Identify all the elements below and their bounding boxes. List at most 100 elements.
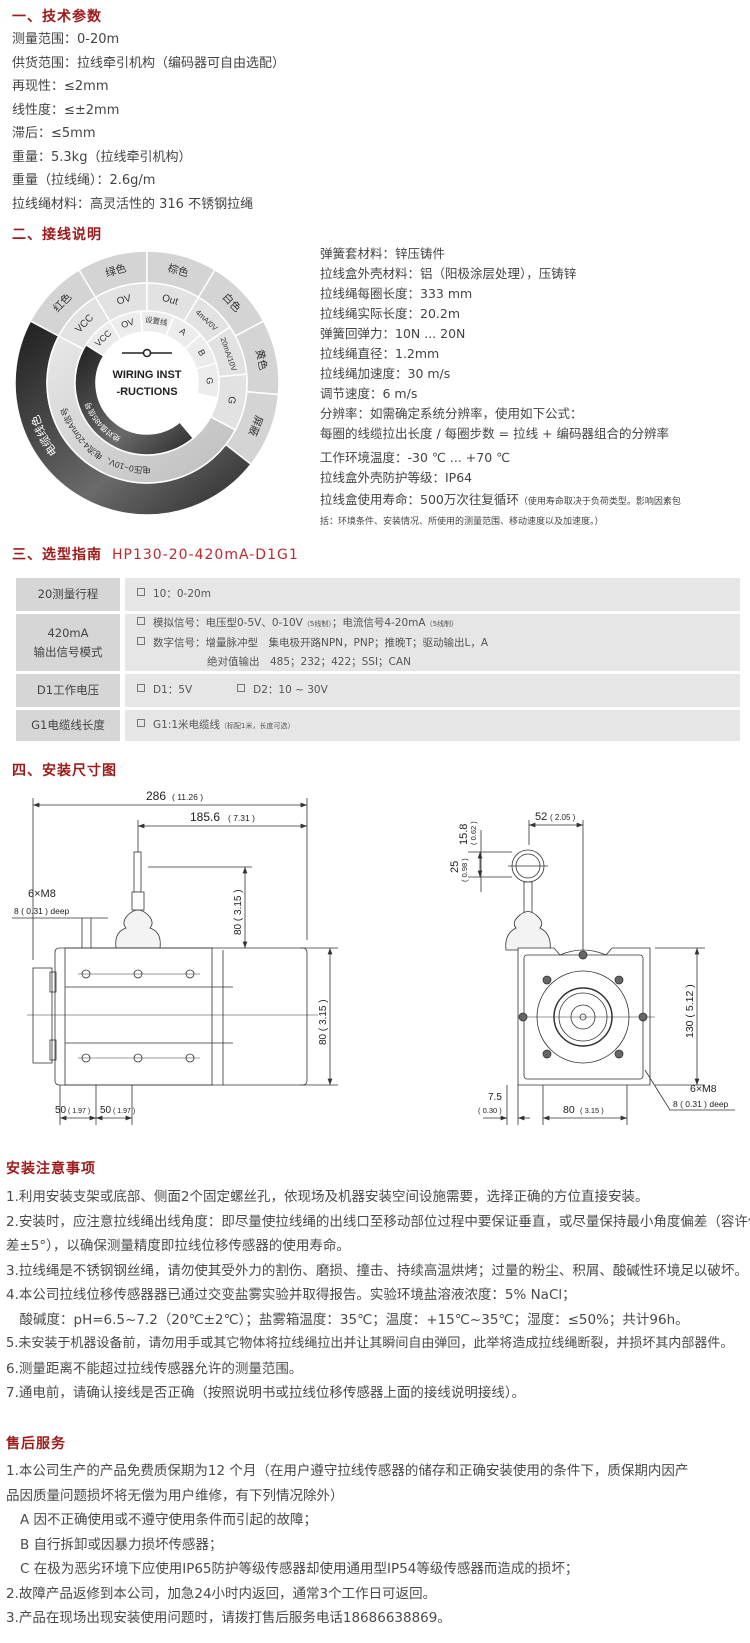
option-note: （标配1米，长度可选） — [220, 721, 295, 730]
wiring-label: 设置线 — [144, 314, 168, 327]
service-line: A 因不正确使用或不遵守使用条件而引起的故障； — [20, 1512, 318, 1528]
wiring-label: G — [204, 377, 214, 384]
option-text: 模拟信号：电压型0-5V、0-10V — [153, 616, 303, 629]
row-value: 模拟信号：电压型0-5V、0-10V（5线制）；电流信号4-20mA（5线制） … — [125, 614, 740, 671]
wiring-label: 黄色 — [253, 348, 270, 372]
dim-label: ( 3.15 ) — [580, 1106, 604, 1115]
dim-label: 286 — [146, 789, 166, 803]
checkbox-icon — [137, 616, 145, 625]
dim-label: 80 ( 3.15 ) — [318, 999, 329, 1045]
spec-line: 每圈的线缆拉出长度 / 每圈步数 = 拉线 + 编码器组合的分辨率 — [320, 426, 670, 441]
spec-line: 调节速度：6 m/s — [320, 386, 418, 401]
wiring-title-2: -RUCTIONS — [116, 386, 177, 398]
dim-label: 80 — [563, 1104, 575, 1116]
spec-line: 工作环境温度：-30 ℃ ... +70 ℃ — [320, 450, 511, 465]
spec-line: 线性度：≤±2mm — [12, 102, 120, 118]
spec-line: 拉线盒外壳材料：铝（阳极涂层处理），压铸锌 — [320, 266, 577, 281]
spec-line: 拉线绳直径：1.2mm — [320, 346, 440, 361]
front-view-labels: 52 ( 2.05 ) 15.8 ( 0.62 ) 25 ( 0.98 ) 13… — [449, 811, 729, 1116]
option-text: D1：5V — [153, 684, 193, 696]
option-text: 10：0-20m — [153, 588, 211, 600]
dim-label: ( 1.97 ) — [113, 1108, 135, 1115]
wiring-label: OV — [116, 293, 133, 308]
dim-label: 52 — [535, 811, 547, 823]
row-value: D1：5V D2：10 ~ 30V — [125, 674, 740, 707]
service-line: C 在极为恶劣环境下应使用IP65防护等级传感器却使用通用型IP54等级传感器而… — [20, 1561, 579, 1577]
switch-node-icon — [142, 348, 152, 358]
install-notes: 1.利用安装支架或底部、侧面2个固定螺丝孔，依现场及机器安装空间设施需要，选择正… — [6, 1185, 750, 1406]
spec-line: 分辨率：如需确定系统分辨率，使用如下公式： — [320, 406, 583, 421]
life-note-cont: 括：环境条件、安装情况、所使用的测量范围、移动速度以及加速度。） — [320, 517, 604, 527]
service-notes: 1.本公司生产的产品免费质保期为12 个月（在用户遵守拉线传感器的储存和正确安装… — [6, 1459, 688, 1631]
spec-line: 拉线盒外壳防护等级：IP64 — [320, 470, 473, 485]
service-line: 2.故障产品返修到本公司，加急24小时内返回，通常3个工作日可返回。 — [6, 1585, 437, 1602]
option-text: 绝对值输出 485；232；422；SSI；CAN — [207, 655, 411, 668]
service-line: B 自行拆卸或因暴力损坏传感器； — [20, 1536, 223, 1553]
table-row: G1电缆线长度 G1:1米电缆线（标配1米，长度可选） — [16, 710, 740, 741]
table-row: 20测量行程 10：0-20m — [16, 578, 740, 611]
dim-label: 8 ( 0.31 ) deep — [673, 1099, 729, 1109]
wiring-label: OV — [120, 317, 135, 331]
wiring-label: 绿色 — [104, 261, 128, 279]
option-note: （5线制） — [302, 619, 332, 628]
checkbox-icon — [137, 684, 145, 692]
option-text: ；电流信号4-20mA — [331, 616, 426, 629]
dim-label: 6×M8 — [690, 1083, 717, 1095]
spec-line: 重量：5.3kg（拉线牵引机构） — [12, 149, 192, 165]
wiring-label: Out — [161, 293, 180, 308]
dim-label: ( 7.31 ) — [228, 813, 255, 823]
note-line: 3.拉线绳是不锈钢钢丝绳，请勿使其受外力的割伤、磨损、撞击、持续高温烘烤；过量的… — [6, 1262, 748, 1279]
dim-label: 185.6 — [190, 810, 220, 824]
dim-label: 50 — [55, 1105, 67, 1116]
dim-label: ( 0.62 ) — [469, 821, 478, 845]
row-value: G1:1米电缆线（标配1米，长度可选） — [125, 710, 740, 741]
wiring-label: B — [196, 348, 208, 358]
dim-label: 130 ( 5.12 ) — [684, 984, 696, 1038]
wiring-label: 棕色 — [166, 261, 190, 279]
option-note: （5线制） — [425, 619, 459, 628]
row-value: 10：0-20m — [125, 578, 740, 611]
note-line: 6.测量距离不能超过拉线传感器允许的测量范围。 — [6, 1360, 303, 1377]
spec-line: 拉线绳加速度：30 m/s — [320, 366, 451, 381]
section-title-specs: 一、技术参数 — [12, 9, 102, 25]
row-label: G1电缆线长度 — [16, 710, 120, 741]
note-line: 4.本公司拉线位移传感器器已通过交变盐雾实验并取得报告。实验环境盐溶液浓度：5%… — [6, 1287, 576, 1303]
dim-label: 6×M8 — [28, 888, 56, 900]
wiring-label: A — [178, 326, 189, 338]
note-line: 酸碱度：pH=6.5~7.2（20℃±2℃）；盐雾箱温度：35℃；温度：+15℃… — [6, 1311, 689, 1328]
spec-line: 拉线绳材料：高灵活性的 316 不锈钢拉绳 — [12, 196, 254, 212]
dimension-drawings: 286 ( 11.26 ) 185.6 ( 7.31 ) 6×M8 8 ( 0.… — [12, 789, 735, 1125]
option-text: G1:1米电缆线 — [153, 718, 221, 731]
dim-label: ( 2.05 ) — [550, 813, 576, 822]
dim-label: 25 — [449, 861, 461, 873]
spec-line: 弹簧套材料：锌压铸件 — [320, 246, 446, 261]
dim-label: 7.5 — [488, 1092, 502, 1103]
spec-line: 滞后：≤5mm — [12, 126, 96, 141]
life-main: 拉线盒使用寿命：500万次往复循环 — [320, 492, 519, 507]
dim-label: ( 11.26 ) — [172, 792, 203, 802]
note-line: 1.利用安装支架或底部、侧面2个固定螺丝孔，依现场及机器安装空间设施需要，选择正… — [6, 1189, 649, 1205]
install-notes-title: 安装注意事项 — [6, 1161, 96, 1177]
spec-line: 拉线绳实际长度：20.2m — [320, 306, 461, 321]
dim-label: 80 ( 3.15 ) — [233, 889, 244, 935]
front-view-drawing — [468, 820, 735, 1125]
wiring-label: G — [225, 395, 237, 405]
service-title: 售后服务 — [6, 1436, 66, 1452]
option-text: 数字信号：增量脉冲型 集电极开路NPN，PNP；推晚T；驱动输出L，A — [153, 636, 489, 649]
wiring-center — [96, 332, 198, 434]
service-line: 1.本公司生产的产品免费质保期为12 个月（在用户遵守拉线传感器的储存和正确安装… — [6, 1463, 689, 1479]
note-line: 5.未安装于机器设备前，请勿用手或其它物体将拉线绳拉出并让其瞬间自由弹回，此举将… — [6, 1336, 734, 1351]
life-note: （使用寿命取决于负荷类型。影响因素包 — [518, 497, 681, 507]
row-label: 20测量行程 — [16, 578, 120, 611]
dim-label: 8 ( 0.31 ) deep — [14, 906, 70, 916]
service-line: 3.产品在现场出现安装使用问题时，请拨打售后服务电话18686638869。 — [6, 1610, 451, 1626]
option-text: D2：10 ~ 30V — [253, 684, 328, 696]
label-line: 输出信号模式 — [33, 644, 103, 659]
service-line: 品因质量问题损坏将无偿为用户维修，有下列情况除外） — [6, 1487, 344, 1504]
side-view-labels: 286 ( 11.26 ) 185.6 ( 7.31 ) 6×M8 8 ( 0.… — [14, 789, 329, 1116]
spec-line: 弹簧回弹力：10N ... 20N — [320, 326, 466, 341]
dim-label: ( 0.98 ) — [460, 858, 469, 882]
